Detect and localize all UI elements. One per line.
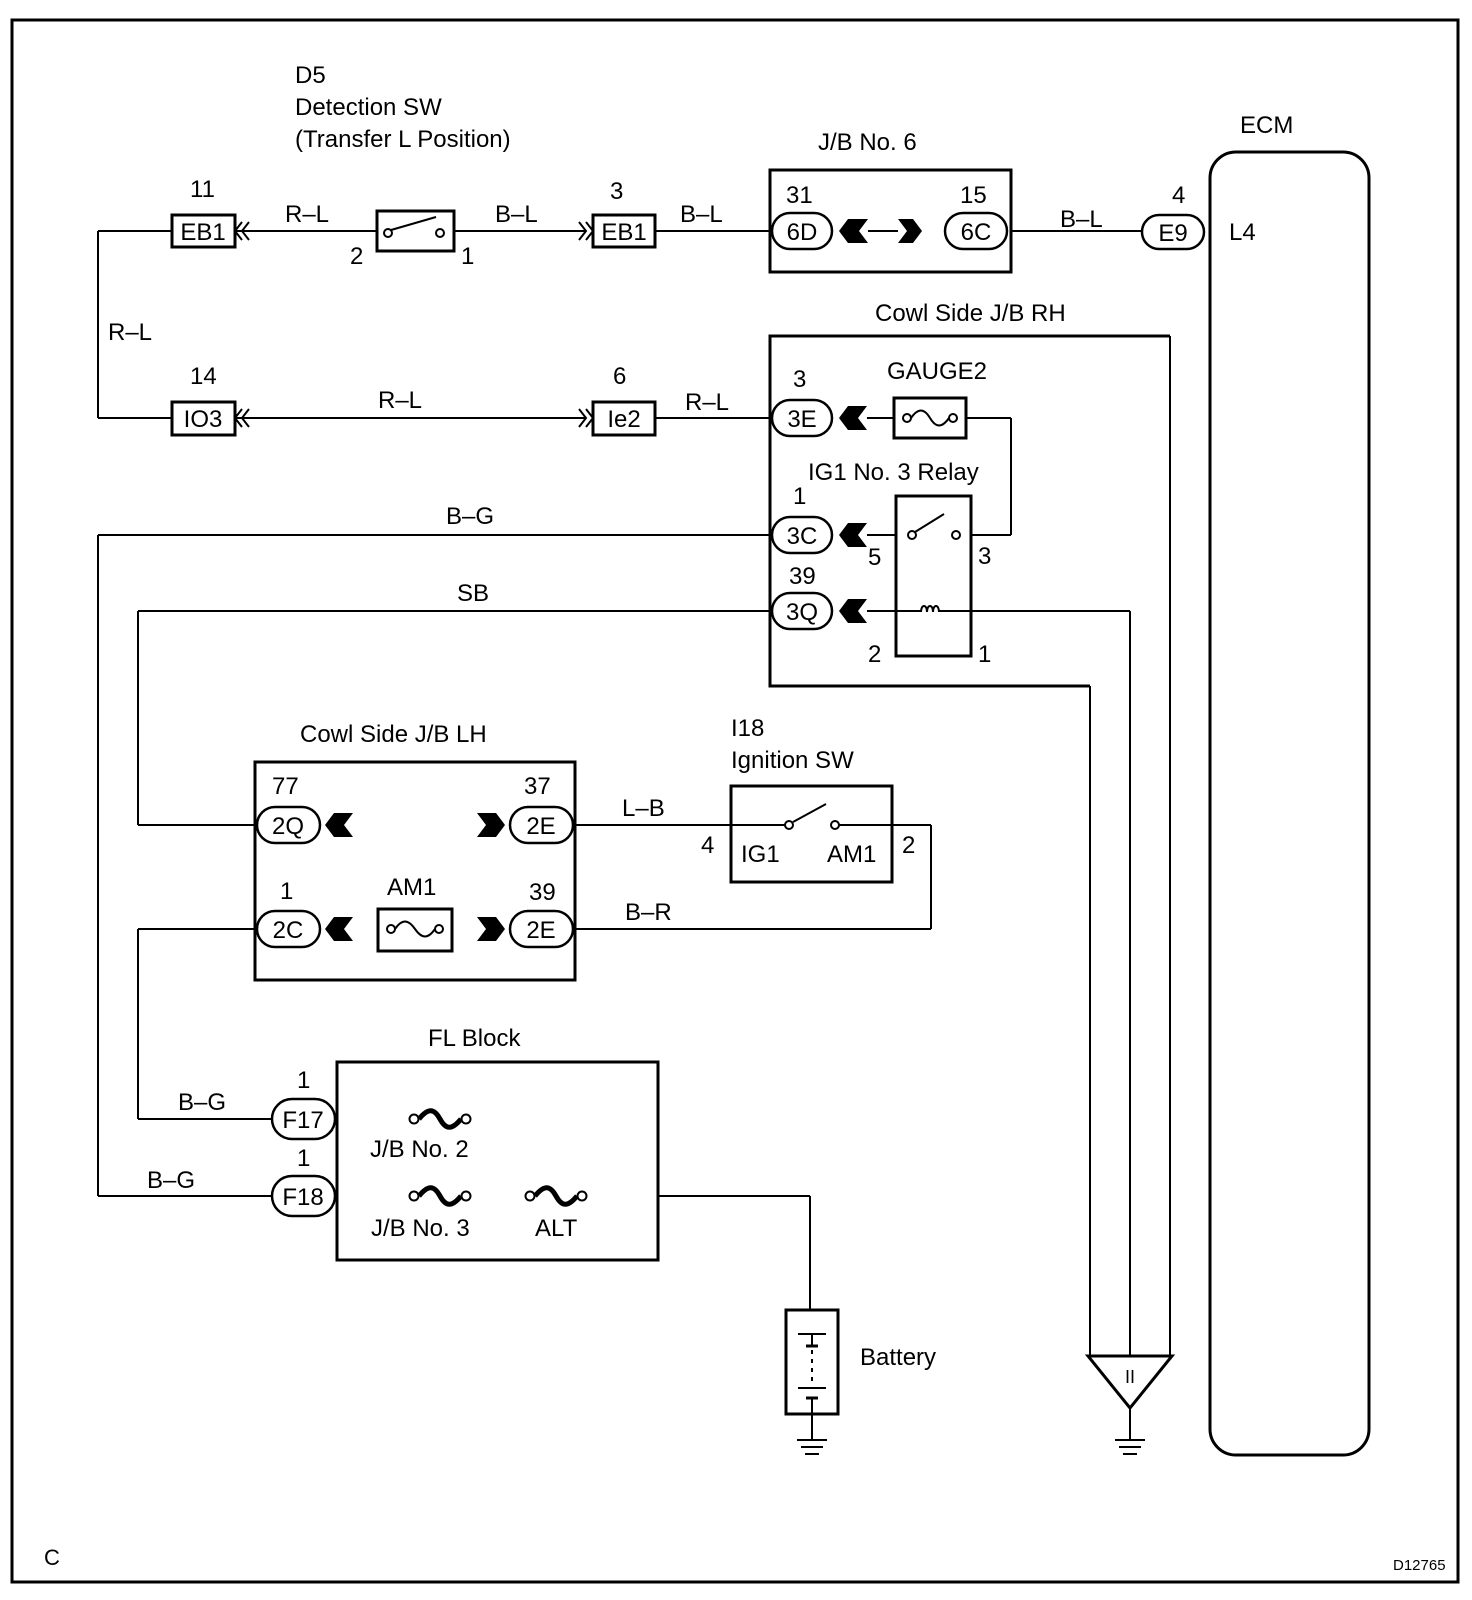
svg-text:39: 39 (529, 879, 556, 906)
gauge2-fuse-label: GAUGE2 (887, 358, 987, 385)
fuse-alt-label: ALT (535, 1215, 578, 1242)
ecm-title: ECM (1240, 112, 1293, 139)
svg-text:5: 5 (868, 544, 881, 571)
svg-text:IG1: IG1 (741, 841, 780, 868)
svg-text:2C: 2C (273, 917, 304, 944)
svg-text:1: 1 (297, 1067, 310, 1094)
relay-label: IG1 No. 3 Relay (808, 459, 979, 486)
svg-text:B–R: B–R (625, 899, 672, 926)
ign-name: Ignition SW (731, 747, 854, 774)
ign-ref: I18 (731, 715, 764, 742)
d5-detection-switch: D5 Detection SW (Transfer L Position) 2 … (295, 62, 511, 270)
svg-text:15: 15 (960, 182, 987, 209)
jb-no6: J/B No. 6 31 6D 15 6C (768, 129, 1013, 274)
svg-text:B–G: B–G (446, 503, 494, 530)
ecm: ECM 4 E9 L4 (1140, 112, 1371, 1457)
svg-text:F18: F18 (282, 1184, 323, 1211)
svg-text:1: 1 (978, 641, 991, 668)
figure-id: D12765 (1393, 1557, 1446, 1574)
cowl-side-jb-rh: Cowl Side J/B RH 3 3E GAUGE2 IG1 No. 3 R… (768, 300, 1170, 688)
d5-pin-1: 1 (461, 243, 474, 270)
svg-text:EB1: EB1 (180, 219, 225, 246)
svg-text:1: 1 (297, 1145, 310, 1172)
jb6-title: J/B No. 6 (818, 129, 917, 156)
svg-text:3Q: 3Q (786, 599, 818, 626)
d5-ref: D5 (295, 62, 326, 89)
cowl-rh-title: Cowl Side J/B RH (875, 300, 1066, 327)
svg-text:4: 4 (701, 832, 714, 859)
svg-text:R–L: R–L (378, 387, 422, 414)
ground-mark: II (1125, 1367, 1135, 1387)
svg-text:R–L: R–L (108, 319, 152, 346)
d5-pin-2: 2 (350, 243, 363, 270)
connector-ie2: 6 Ie2 (578, 363, 657, 437)
d5-sub: (Transfer L Position) (295, 126, 511, 153)
svg-text:3E: 3E (787, 406, 816, 433)
svg-text:SB: SB (457, 580, 489, 607)
cowl-side-jb-lh: Cowl Side J/B LH 77 2Q 37 2E 1 2C AM1 39… (253, 721, 577, 982)
svg-text:EB1: EB1 (601, 219, 646, 246)
svg-text:6D: 6D (787, 219, 818, 246)
svg-text:6C: 6C (961, 219, 992, 246)
svg-text:F17: F17 (282, 1107, 323, 1134)
svg-text:B–L: B–L (1060, 206, 1103, 233)
connector-io3: 14 IO3 (170, 363, 250, 437)
svg-text:4: 4 (1172, 182, 1185, 209)
svg-text:6: 6 (613, 363, 626, 390)
svg-text:37: 37 (524, 773, 551, 800)
am1-fuse-label: AM1 (387, 874, 436, 901)
svg-text:IO3: IO3 (184, 406, 223, 433)
svg-text:2: 2 (902, 832, 915, 859)
svg-text:2Q: 2Q (272, 813, 304, 840)
svg-text:2E: 2E (526, 917, 555, 944)
battery: Battery (784, 1308, 936, 1455)
svg-text:B–L: B–L (680, 201, 723, 228)
fl-block: FL Block 1 F17 1 F18 J/B No. 2 J/B No. 3… (270, 1025, 660, 1262)
svg-text:R–L: R–L (285, 201, 329, 228)
fl-title: FL Block (428, 1025, 521, 1052)
ground-junction: II (1084, 1354, 1176, 1455)
svg-text:1: 1 (793, 483, 806, 510)
cowl-lh-title: Cowl Side J/B LH (300, 721, 487, 748)
svg-text:L4: L4 (1229, 219, 1256, 246)
svg-text:3: 3 (793, 366, 806, 393)
svg-text:11: 11 (190, 176, 215, 203)
svg-text:3: 3 (978, 543, 991, 570)
svg-text:2E: 2E (526, 813, 555, 840)
svg-text:B–G: B–G (178, 1089, 226, 1116)
svg-text:E9: E9 (1158, 220, 1187, 247)
svg-text:R–L: R–L (685, 389, 729, 416)
fuse-jb3-label: J/B No. 3 (371, 1215, 470, 1242)
svg-text:3: 3 (610, 178, 623, 205)
diagram-frame (10, 18, 1460, 1584)
svg-text:39: 39 (789, 563, 816, 590)
svg-text:14: 14 (190, 363, 217, 390)
svg-text:31: 31 (786, 182, 813, 209)
svg-text:Ie2: Ie2 (607, 406, 640, 433)
svg-text:2: 2 (868, 641, 881, 668)
connector-eb1-left: 11 EB1 (170, 176, 250, 249)
svg-text:3C: 3C (787, 523, 818, 550)
fuse-jb2-label: J/B No. 2 (370, 1136, 469, 1163)
d5-name: Detection SW (295, 94, 442, 121)
connector-eb1-right: 3 EB1 (578, 178, 657, 249)
wire-labels: R–L B–L B–L B–L R–L R–L R–L B–G SB L–B B… (108, 201, 1103, 1194)
svg-text:B–L: B–L (495, 201, 538, 228)
ignition-switch: I18 Ignition SW IG1 AM1 4 2 (701, 715, 915, 884)
svg-text:77: 77 (272, 773, 299, 800)
battery-label: Battery (860, 1344, 936, 1371)
svg-text:B–G: B–G (147, 1167, 195, 1194)
svg-text:L–B: L–B (622, 795, 665, 822)
svg-text:AM1: AM1 (827, 841, 876, 868)
svg-text:1: 1 (280, 878, 293, 905)
corner-label: C (44, 1545, 60, 1570)
